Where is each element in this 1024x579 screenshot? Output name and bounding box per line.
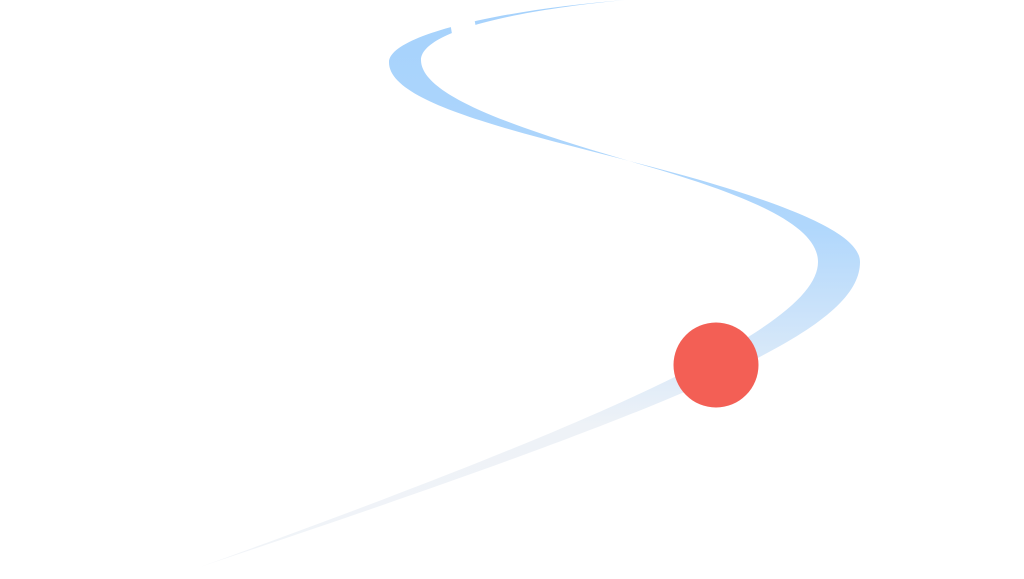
road-gap [450, 17, 476, 34]
location-marker [673, 322, 759, 408]
winding-road [200, 0, 860, 567]
